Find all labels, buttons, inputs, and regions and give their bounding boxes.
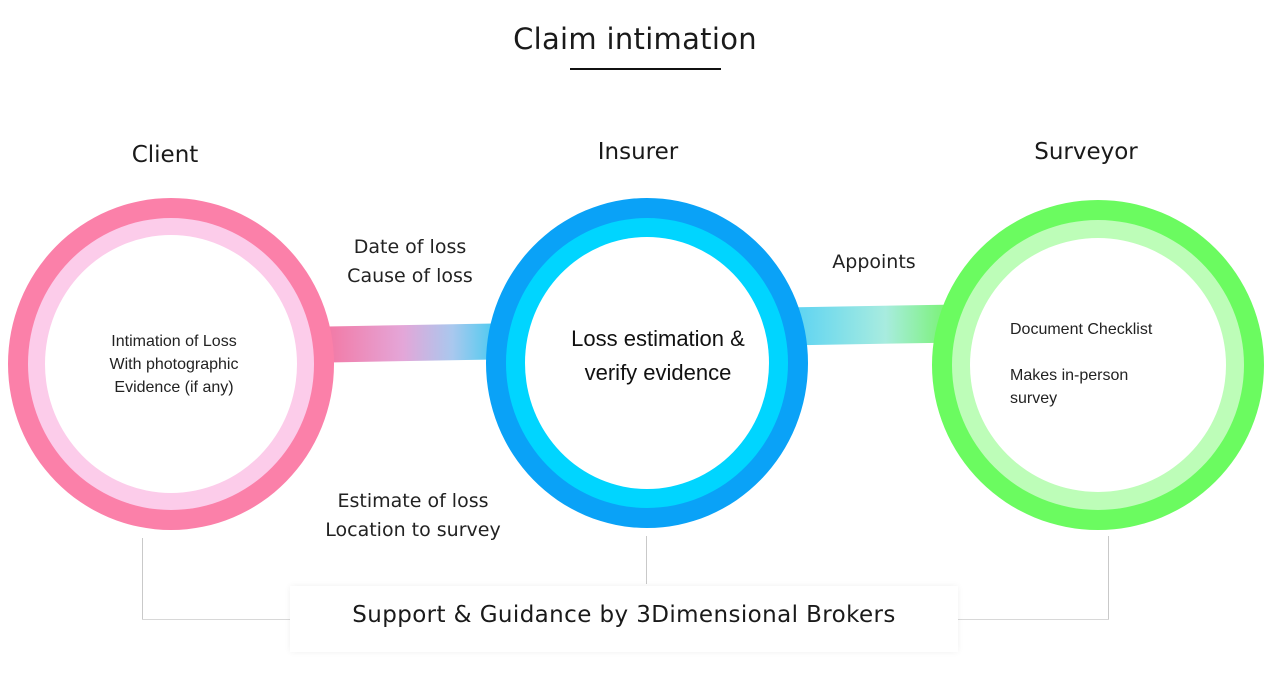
connector-client-insurer <box>328 323 494 363</box>
support-text: Support & Guidance by 3Dimensional Broke… <box>352 602 896 628</box>
client-text-line: Evidence (if any) <box>114 379 234 396</box>
bracket-line-insurer <box>646 536 647 584</box>
edge-label-insurer-surveyor: Appoints <box>832 251 916 273</box>
insurer-text-line: Loss estimation & <box>571 326 745 351</box>
bracket-line-surveyor <box>1108 536 1109 620</box>
edge-label-client-insurer-top: Date of loss Cause of loss <box>310 233 510 291</box>
edge-label-line: Date of loss <box>353 236 467 258</box>
surveyor-text-line: Makes in-person <box>1010 367 1129 384</box>
edge-label-line: Estimate of loss <box>337 490 489 512</box>
diagram-title: Claim intimation <box>513 22 757 56</box>
surveyor-text-line: survey <box>1010 390 1058 407</box>
surveyor-circle-center <box>970 238 1226 492</box>
insurer-circle-text: Loss estimation & verify evidence <box>540 322 776 390</box>
surveyor-text-line: Document Checklist <box>1010 321 1153 338</box>
actor-label-client: Client <box>131 142 199 168</box>
insurer-text-line: verify evidence <box>584 360 732 385</box>
surveyor-circle-text: Document Checklist Makes in-person surve… <box>1010 318 1200 410</box>
bracket-line-right <box>956 619 1109 620</box>
title-underline <box>570 68 721 70</box>
connector-insurer-surveyor <box>798 304 944 346</box>
insurer-circle-center <box>525 237 769 489</box>
support-box <box>290 586 958 652</box>
bracket-line-client <box>142 538 143 620</box>
client-text-line: Intimation of Loss <box>111 333 237 350</box>
client-text-line: With photographic <box>109 356 239 373</box>
bracket-line-left <box>142 619 292 620</box>
edge-label-line: Cause of loss <box>347 265 473 287</box>
actor-label-insurer: Insurer <box>597 139 679 165</box>
client-circle-center <box>45 235 297 493</box>
edge-label-client-insurer-bottom: Estimate of loss Location to survey <box>300 487 526 545</box>
client-circle-text: Intimation of Loss With photographic Evi… <box>64 330 284 399</box>
edge-label-line: Location to survey <box>325 519 501 541</box>
actor-label-surveyor: Surveyor <box>1034 139 1138 165</box>
